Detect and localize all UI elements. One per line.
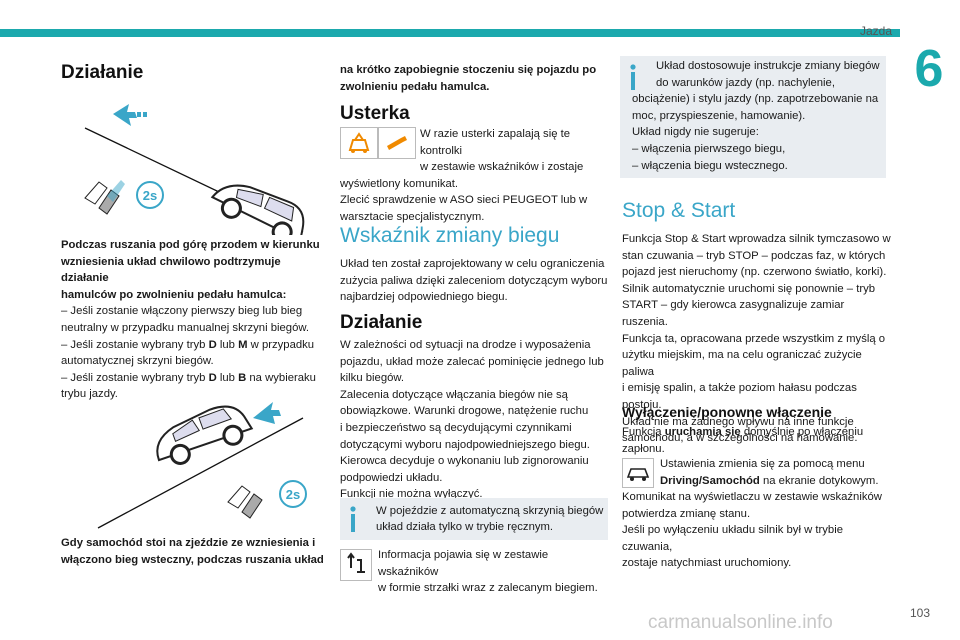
heading-disable-enable: Wyłączenie/ponowne włączenie (622, 404, 832, 420)
col1-para1: Podczas ruszania pod górę przodem w kier… (61, 239, 320, 401)
heading-stop-start: Stop & Start (622, 199, 736, 222)
col1-para2: Gdy samochód stoi na zjeździe ze wzniesi… (61, 537, 324, 566)
info-icon (350, 506, 356, 532)
info-icon (630, 64, 636, 90)
heading-dzialanie-2: Działanie (340, 312, 423, 333)
chapter-number: 6 (914, 40, 944, 98)
watermark: carmanualsonline.info (648, 612, 833, 633)
gear-shift-indicator-icon (340, 549, 372, 581)
info-box-gear-adapt: Układ dostosowuje instrukcje zmiany bieg… (620, 56, 886, 178)
fig1-badge: 2s (143, 188, 157, 203)
fig2-badge: 2s (286, 487, 300, 502)
tail-text: Komunikat na wyświetlaczu w zestawie wsk… (622, 491, 882, 570)
heading-gear-indicator: Wskaźnik zmiany biegu (340, 224, 560, 247)
info-box-automatic: W pojeździe z automatyczną skrzynią bieg… (340, 498, 608, 540)
function-text: Funkcja uruchamia się domyślnie po włącz… (622, 426, 864, 455)
car-settings-icon (622, 458, 654, 488)
header-bar (0, 29, 900, 37)
usterka-text: W razie usterki zapalają się te kontrolk… (340, 128, 588, 223)
heading-dzialanie-1: Działanie (61, 62, 144, 83)
col2-continuation: na krótko zapobiegnie stoczeniu się poja… (340, 64, 597, 93)
hill-start-downhill-figure: 2s (97, 402, 307, 529)
settings-text: Ustawienia zmienia się za pomocą menu Dr… (660, 458, 879, 487)
page-number: 103 (910, 606, 931, 620)
service-wrench-icon (378, 127, 416, 159)
warning-lamp-hill-assist-icon (340, 127, 378, 159)
hill-start-uphill-figure: 2s (84, 104, 305, 235)
section-label: Jazda (860, 24, 893, 38)
gear-text: Układ ten został zaprojektowany w celu o… (340, 258, 608, 304)
info2-text: Informacja pojawia się w zestawie wskaźn… (378, 549, 598, 595)
dzialanie-text: W zależności od sytuacji na drodze i wyp… (340, 339, 604, 501)
heading-usterka: Usterka (340, 103, 410, 124)
stop-start-text: Funkcja Stop & Start wprowadza silnik ty… (622, 233, 891, 445)
